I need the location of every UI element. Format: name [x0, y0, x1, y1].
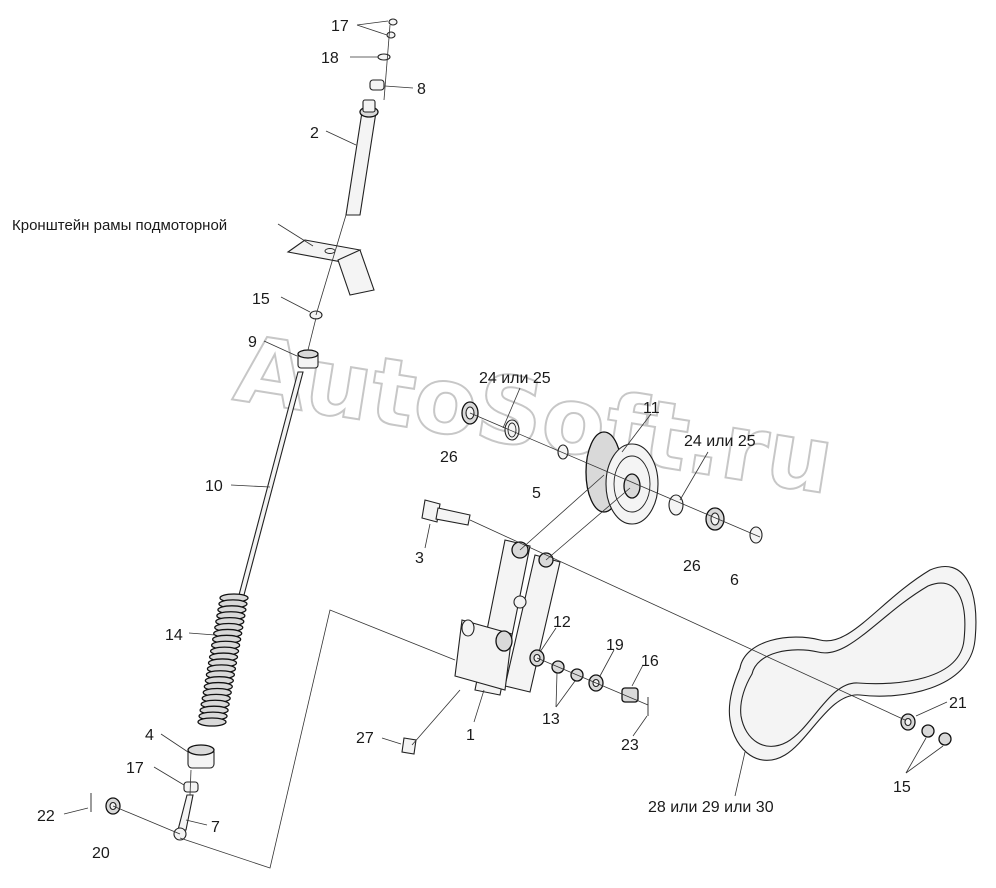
label-11: 11: [643, 400, 660, 417]
label-7: 7: [211, 819, 220, 836]
part-labels: 17 18 8 2 Кронштейн рамы подмоторной 15 …: [12, 18, 967, 862]
part-14-spring: [197, 593, 249, 727]
label-19: 19: [606, 637, 624, 654]
part-3-bolt: [421, 499, 471, 526]
label-8: 8: [417, 81, 426, 98]
part-9-nut: [297, 349, 319, 369]
part-5-bushing: [557, 444, 569, 460]
part-21-washer: [900, 713, 916, 731]
label-13: 13: [542, 711, 560, 728]
label-frame-bracket: Кронштейн рамы подмоторной: [12, 217, 227, 234]
part-24-ring-left: [504, 419, 520, 441]
label-16: 16: [641, 653, 659, 670]
part-4-collar: [187, 744, 215, 769]
label-10: 10: [205, 478, 223, 495]
label-1: 1: [466, 727, 475, 744]
label-21: 21: [949, 695, 967, 712]
frame-bracket: [286, 239, 375, 296]
label-14: 14: [165, 627, 183, 644]
part-8-sleeve: [369, 79, 385, 91]
label-24-right: 24 или 25: [684, 433, 756, 450]
label-18: 18: [321, 50, 339, 67]
label-28-29-30: 28 или 29 или 30: [648, 799, 774, 816]
label-24-left: 24 или 25: [479, 370, 551, 387]
part-27-grease-fitting: [401, 737, 417, 755]
label-23: 23: [621, 737, 639, 754]
part-2-rod: [345, 99, 379, 216]
label-2: 2: [310, 125, 319, 142]
part-28-drive-belt: [728, 565, 977, 761]
label-4: 4: [145, 727, 154, 744]
part-15-nuts-lower: [921, 724, 952, 746]
label-27: 27: [356, 730, 374, 747]
spring-coil: [197, 717, 227, 727]
part-17-sleeve-lower: [183, 781, 199, 793]
label-15-lower: 15: [893, 779, 911, 796]
label-5: 5: [532, 485, 541, 502]
label-26-right: 26: [683, 558, 701, 575]
label-15-upper: 15: [252, 291, 270, 308]
label-22: 22: [37, 808, 55, 825]
label-26-left: 26: [440, 449, 458, 466]
part-16-castle-nut: [621, 687, 639, 703]
label-6: 6: [730, 572, 739, 589]
assembly-axis-lines: [112, 24, 906, 869]
label-17-lower: 17: [126, 760, 144, 777]
part-7-clevis: [173, 794, 194, 841]
part-17-top: [386, 18, 398, 39]
label-20: 20: [92, 845, 110, 862]
leader-lines: [63, 20, 948, 826]
part-11-pulley: [585, 431, 659, 525]
part-1-tensioner-arm: [454, 539, 561, 696]
part-18-washer: [377, 53, 391, 61]
label-17-top: 17: [331, 18, 349, 35]
label-9: 9: [248, 334, 257, 351]
label-12: 12: [553, 614, 571, 631]
part-26-bearing-right: [705, 507, 725, 531]
label-3: 3: [415, 550, 424, 567]
